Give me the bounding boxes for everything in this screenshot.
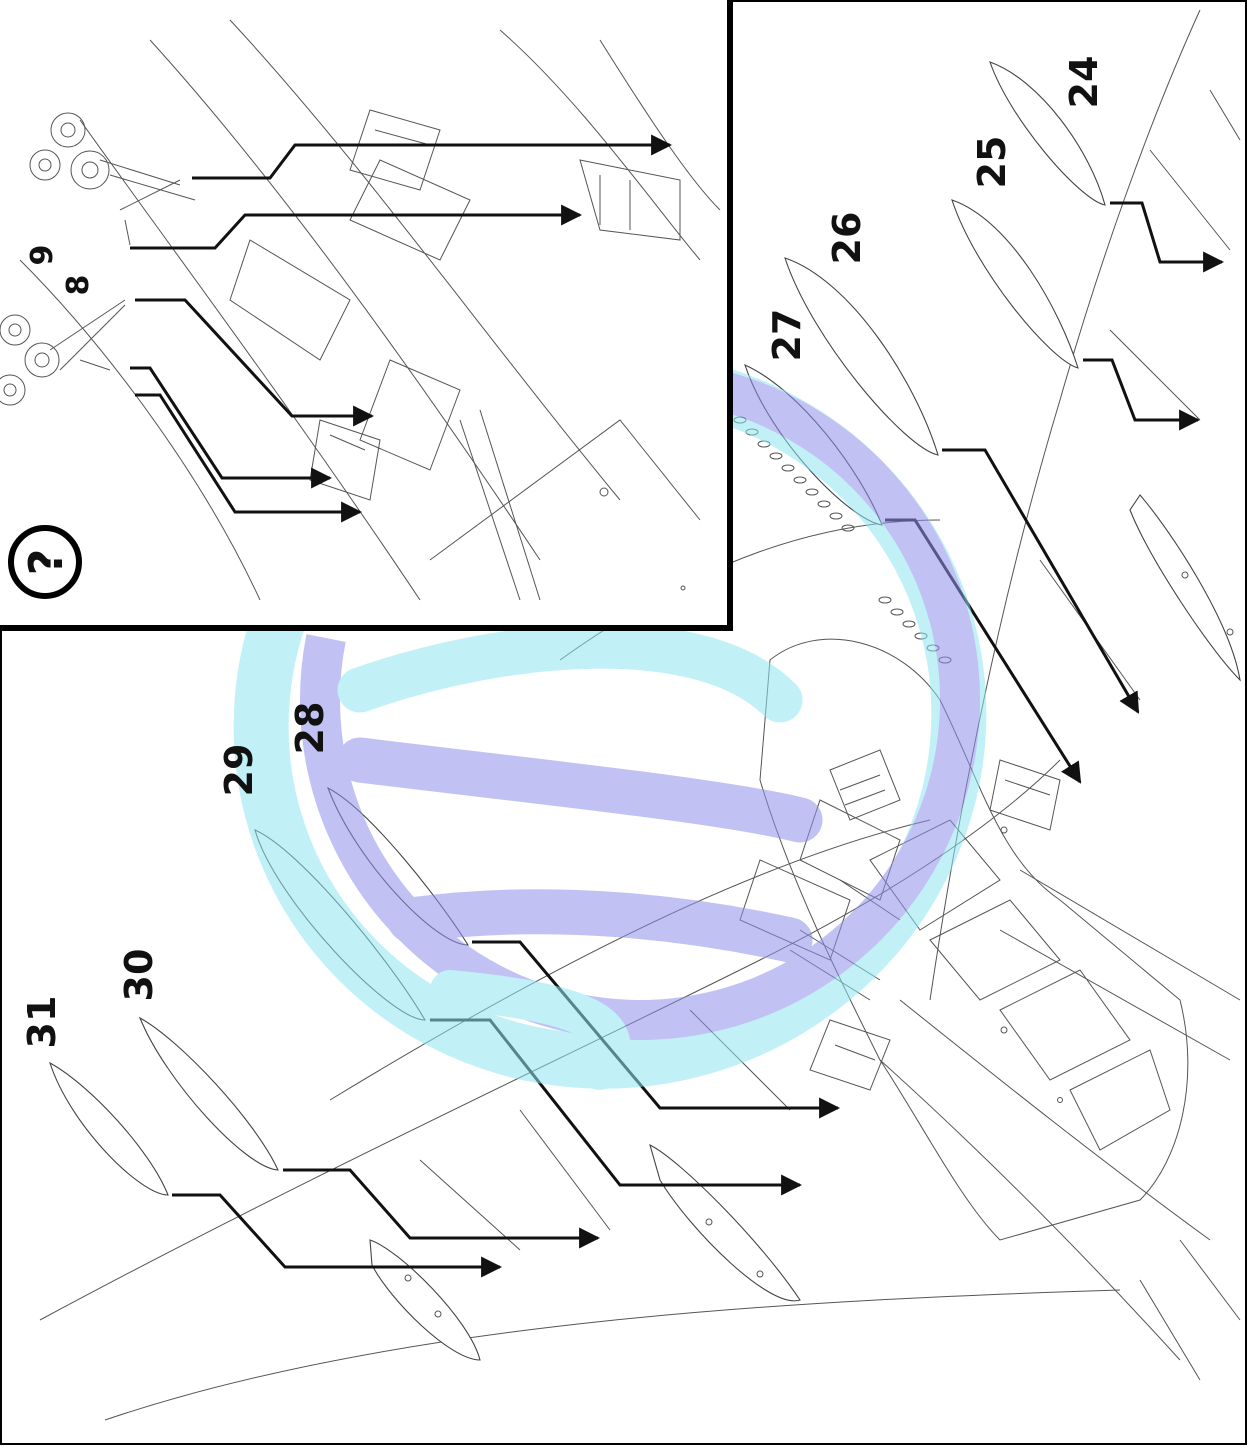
part-30 (138, 1016, 601, 1249)
callout-24: 24 (1062, 56, 1106, 109)
callout-27: 27 (765, 309, 809, 362)
callout-30: 30 (117, 949, 161, 1002)
callout-29: 29 (217, 744, 261, 797)
callout-31: 31 (20, 996, 64, 1049)
inset-detail (0, 0, 733, 631)
part-25 (951, 199, 1201, 431)
landing-gear-9 (29, 112, 196, 246)
part-26 (784, 257, 1140, 714)
callout-25: 25 (970, 136, 1014, 189)
part-24 (989, 61, 1225, 273)
callout-9: 9 (25, 245, 60, 266)
callout-step: ? (8, 525, 82, 599)
callout-8: 8 (61, 275, 96, 296)
svg-text:?: ? (19, 549, 73, 576)
landing-gear-8 (0, 299, 126, 406)
callout-26: 26 (825, 212, 869, 265)
part-31 (49, 1061, 503, 1278)
callout-28: 28 (288, 702, 332, 755)
